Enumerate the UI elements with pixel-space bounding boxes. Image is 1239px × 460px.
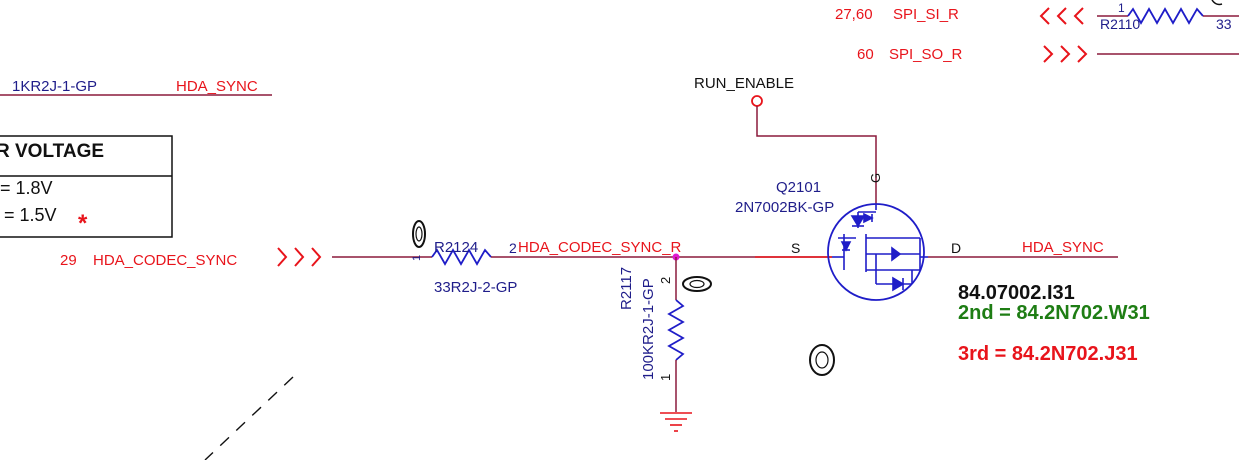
spi-so-output-arrows (1043, 45, 1088, 63)
dashed-boundary-line (204, 376, 294, 460)
spi-si-ref: 27,60 (835, 6, 873, 23)
left-resistor-value: 1KR2J-1-GP (12, 78, 97, 95)
r2124-pin1: 1 (411, 255, 423, 261)
ground-symbol (660, 412, 692, 432)
spi-section: 27,60 SPI_SI_R 1 R2110 33 60 SPI_SO_R (835, 0, 1239, 63)
run-enable-net: RUN_ENABLE (694, 75, 877, 205)
r2110-ref: R2110 (1100, 16, 1140, 32)
test-point-glyph-2 (682, 276, 712, 292)
spi-so-ref: 60 (857, 46, 874, 63)
test-point-glyph-3 (809, 344, 835, 376)
run-enable-wire (756, 106, 877, 205)
voltage-row-1: = 1.8V (0, 178, 53, 198)
run-enable-port (751, 95, 763, 107)
voltage-asterisk: * (78, 210, 88, 237)
r2117-value: 100KR2J-1-GP (640, 278, 657, 380)
r2110-pin1: 1 (1118, 1, 1125, 15)
voltage-table: R VOLTAGE = 1.8V = 1.5V * (0, 135, 173, 238)
output-net-label: HDA_SYNC (1022, 239, 1104, 256)
part-number-third: 3rd = 84.2N702.J31 (958, 343, 1138, 365)
hda-codec-sync-input: 29 HDA_CODEC_SYNC (60, 247, 432, 269)
spi-si-input-arrows (1039, 7, 1084, 25)
r2110-value: 33 (1216, 16, 1232, 32)
q2101-part: 2N7002BK-GP (735, 199, 834, 216)
spi-si-net: SPI_SI_R (893, 6, 959, 23)
part-numbers: 84.07002.I31 2nd = 84.2N702.W31 3rd = 84… (958, 282, 1150, 365)
q2101-pin-g: G (868, 173, 883, 183)
voltage-table-header: R VOLTAGE (0, 141, 104, 162)
r2117-pin1: 1 (658, 374, 673, 381)
input-net-label: HDA_CODEC_SYNC (93, 252, 237, 269)
hda-sync-output: HDA_SYNC (928, 239, 1118, 258)
left-hda-sync-line: 1KR2J-1-GP HDA_SYNC (0, 78, 272, 96)
q2101-mosfet: Q2101 2N7002BK-GP G S D (735, 173, 961, 301)
spi-so-net: SPI_SO_R (889, 46, 963, 63)
part-number-second: 2nd = 84.2N702.W31 (958, 302, 1150, 324)
r2124-resistor-symbol (431, 248, 492, 266)
input-arrows (277, 247, 322, 267)
q2101-pin-d: D (951, 240, 961, 256)
r2124-pin2: 2 (509, 240, 517, 256)
q2101-pin-s: S (791, 240, 800, 256)
q2101-ref: Q2101 (776, 179, 821, 196)
r2124-value: 33R2J-2-GP (434, 279, 517, 296)
voltage-row-2: = 1.5V (4, 205, 57, 225)
r2117-pin2: 2 (658, 277, 673, 284)
test-point-marker (1211, 0, 1223, 6)
mid-net-label: HDA_CODEC_SYNC_R (518, 239, 682, 256)
hda-codec-sync-r-net: HDA_CODEC_SYNC_R (518, 239, 832, 261)
test-point-glyph-1 (412, 220, 426, 248)
r2124-resistor: 1 R2124 33R2J-2-GP 2 (411, 239, 518, 296)
r2117-resistor-symbol (667, 299, 685, 361)
part-number-main: 84.07002.I31 (958, 282, 1075, 304)
r2117-resistor: R2117 100KR2J-1-GP 2 1 (618, 257, 685, 412)
input-ref: 29 (60, 252, 77, 269)
run-enable-label: RUN_ENABLE (694, 75, 794, 92)
r2117-ref: R2117 (618, 267, 635, 310)
left-hda-sync-label: HDA_SYNC (176, 78, 258, 95)
r2124-ref: R2124 (434, 239, 478, 256)
r2110-resistor-symbol (1127, 7, 1204, 25)
